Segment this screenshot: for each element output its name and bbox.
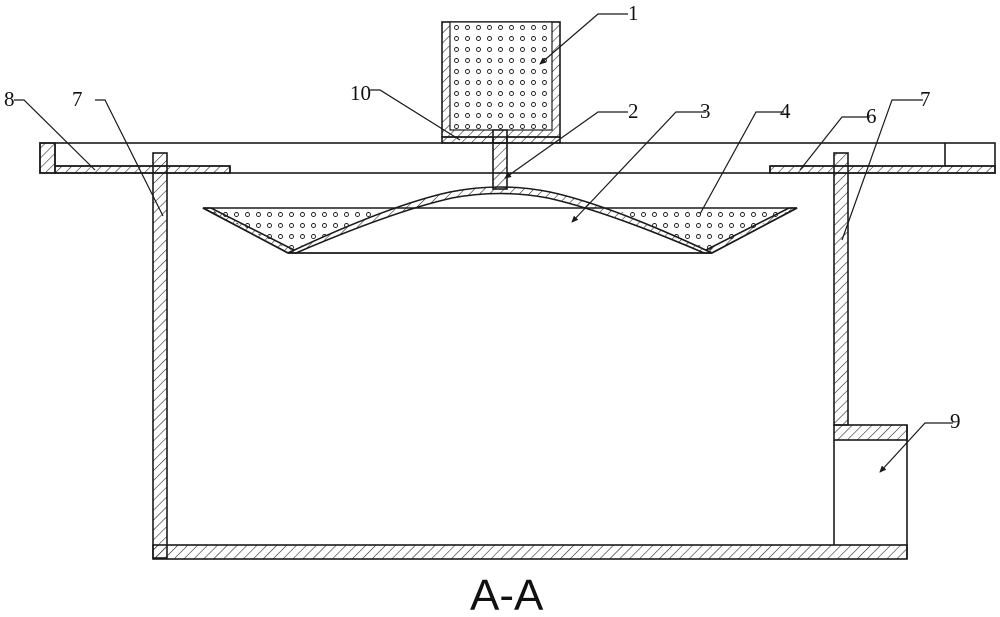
section-title: A-A xyxy=(470,571,544,617)
label-1: 1 xyxy=(628,1,639,25)
label-10: 10 xyxy=(350,81,371,105)
leader-lines xyxy=(14,13,953,473)
label-9: 9 xyxy=(950,409,961,433)
tank-body xyxy=(152,152,908,560)
motor-unit xyxy=(441,21,561,144)
label-3: 3 xyxy=(700,99,711,123)
spreader-plate xyxy=(202,186,798,254)
label-7-right: 7 xyxy=(920,87,931,111)
label-2: 2 xyxy=(628,99,639,123)
label-4: 4 xyxy=(780,99,791,123)
label-7-left: 7 xyxy=(72,87,83,111)
drive-shaft xyxy=(492,142,508,190)
part-labels: 1 2 3 4 6 7 7 8 9 10 xyxy=(4,1,961,433)
label-8: 8 xyxy=(4,87,15,111)
label-6: 6 xyxy=(866,104,877,128)
